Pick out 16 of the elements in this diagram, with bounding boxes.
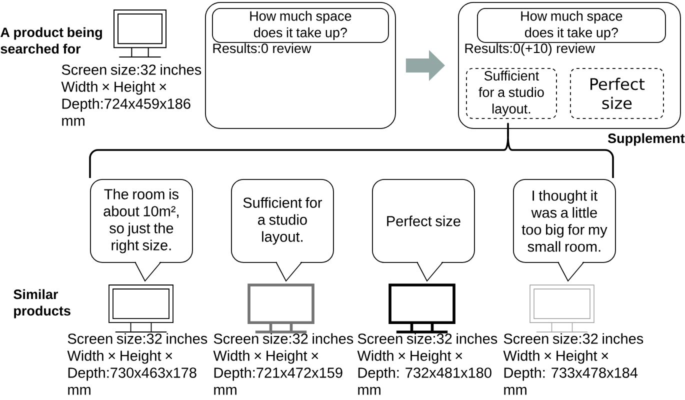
spec-text: Screen size:32 inches Width × Height × Depth: 733x478x184 mm (503, 333, 644, 395)
heading-label: A product being searched for (0, 27, 102, 54)
speech-bubble: Sufficient for a studio layout. (231, 179, 334, 282)
dashed-box: Sufficient for a studio layout. (466, 68, 557, 119)
spec-text: Screen size:32 inches Width × Height × Depth:724x459x186 mm (61, 64, 202, 126)
dashed-box: Perfect size (570, 68, 664, 119)
speech-bubble: Perfect size (372, 179, 475, 282)
speech-bubble: The room is about 10m², so just the right size. (90, 179, 193, 282)
spec-text: Screen size:32 inches Width × Height × Depth: 732x481x180 mm (357, 333, 498, 395)
heading-label: Similar products (14, 289, 70, 318)
search-box: How much space does it take up? (212, 8, 389, 43)
spec-text: Screen size:32 inches Width × Height × Depth:730x463x178 mm (67, 333, 208, 395)
spec-text: Screen size:32 inches Width × Height × Depth:721x472x159 mm (213, 333, 354, 395)
search-box: How much space does it take up? (477, 8, 666, 43)
heading-label: Supplement (608, 133, 685, 146)
speech-bubble: I thought it was a little too big for my small room. (513, 179, 616, 282)
